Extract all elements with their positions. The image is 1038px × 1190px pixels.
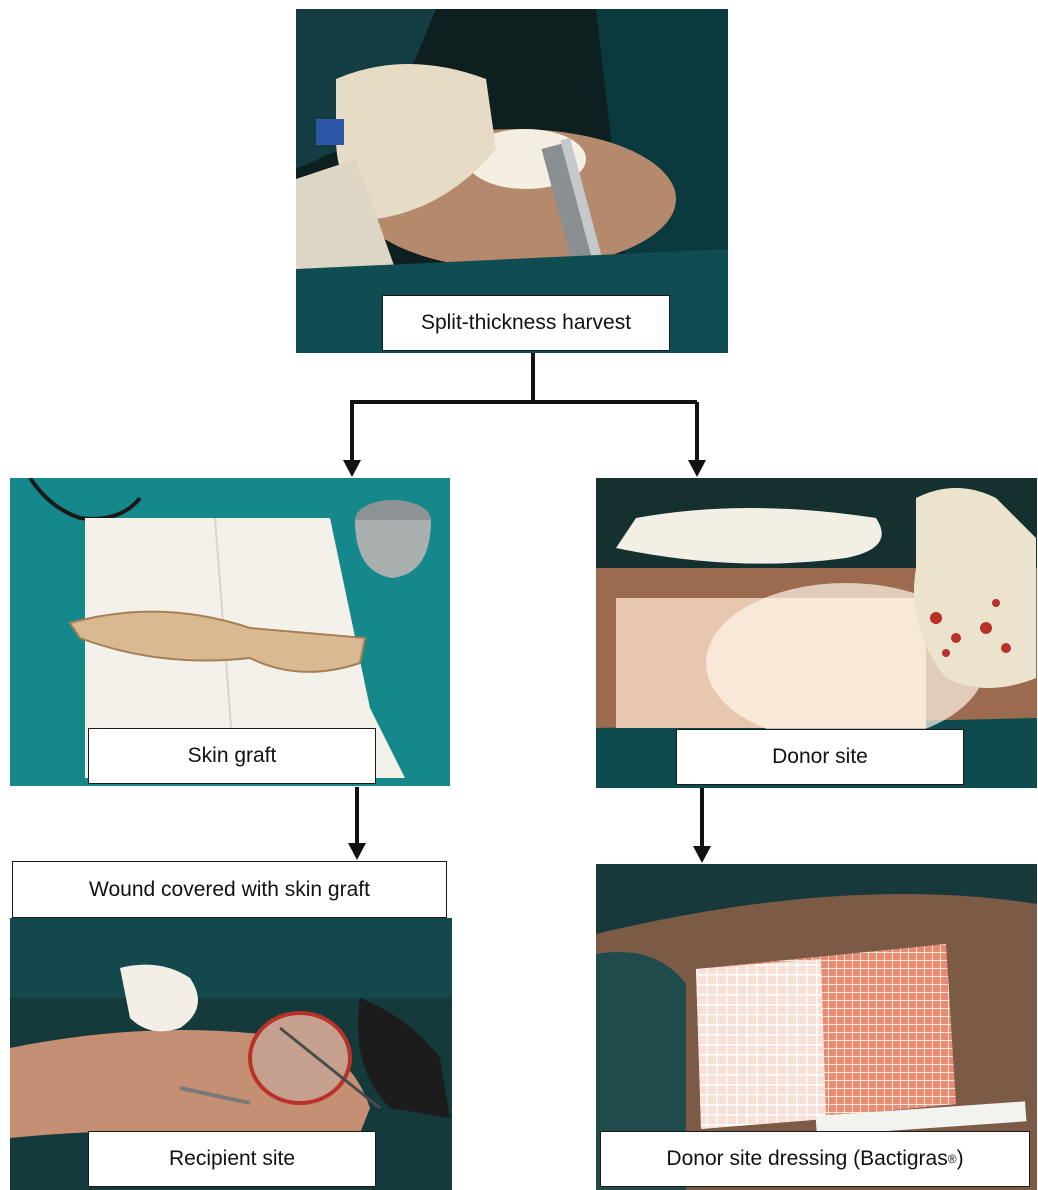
dressing-label-main: Donor site dressing (Bactigras: [666, 1147, 947, 1171]
skin-graft-label: Skin graft: [88, 728, 376, 784]
arrowhead-skin-graft: [343, 460, 361, 477]
dressing-label-end: ): [957, 1147, 964, 1171]
harvest-label: Split-thickness harvest: [382, 295, 670, 351]
arrowhead-dressing: [693, 846, 711, 863]
arrowhead-wound: [348, 843, 366, 860]
wound-covered-label: Wound covered with skin graft: [12, 861, 447, 918]
recipient-site-label: Recipient site: [88, 1131, 376, 1187]
arrowhead-donor-site: [688, 460, 706, 477]
registered-mark: ®: [948, 1152, 957, 1166]
dressing-label: Donor site dressing (Bactigras®): [600, 1131, 1030, 1187]
donor-site-label: Donor site: [676, 729, 964, 785]
